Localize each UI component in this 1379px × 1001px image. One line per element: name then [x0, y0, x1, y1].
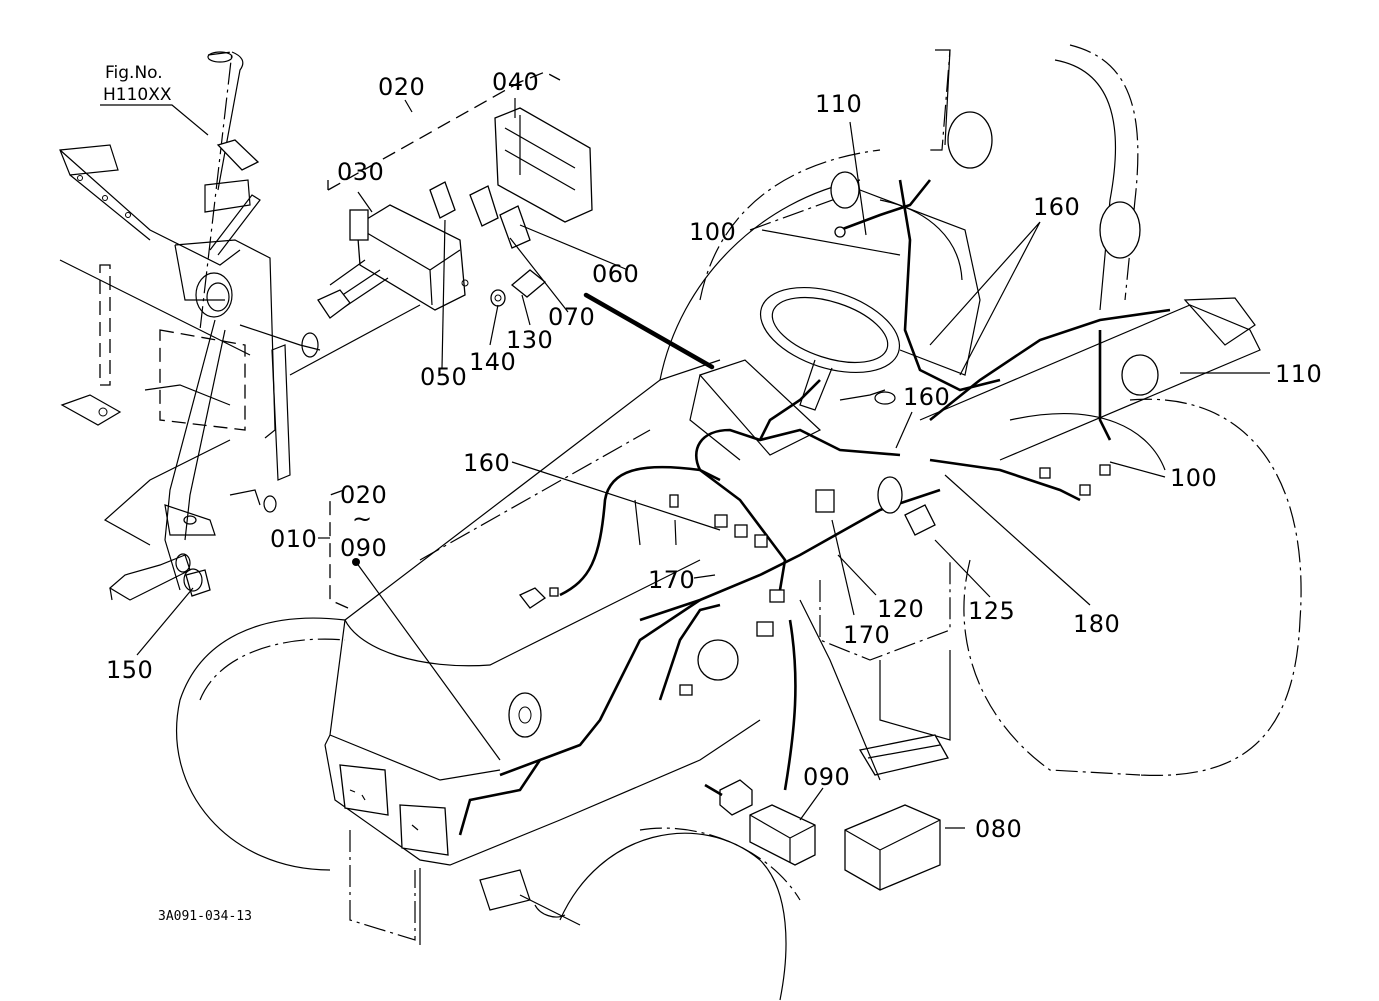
battery-terminal-part	[108, 553, 211, 601]
drawing-code: 3A091-034-13	[158, 909, 252, 924]
callout-030: 030	[337, 158, 384, 186]
work-lamp-rear	[1121, 354, 1159, 396]
small-connector	[719, 779, 753, 816]
figure-reference: Fig.No. H110XX	[100, 63, 209, 136]
callout-180: 180	[1073, 610, 1120, 638]
callout-040: 040	[492, 68, 539, 96]
steering-wheel	[759, 286, 901, 374]
callout-140: 140	[469, 348, 516, 376]
callout-090: 090	[803, 763, 850, 791]
callout-160-mid: 160	[903, 383, 950, 411]
range-leader	[355, 561, 501, 761]
starter-motor	[697, 639, 739, 681]
callout-125: 125	[968, 597, 1015, 625]
rear-work-lamp-right	[1099, 201, 1141, 259]
work-lamp-front	[830, 171, 860, 209]
assembly-direction-arrow	[583, 292, 715, 370]
range-bracket	[318, 489, 501, 761]
tractor-body	[175, 44, 1302, 1001]
callout-080: 080	[975, 815, 1022, 843]
callout-020: 020	[378, 73, 425, 101]
callout-170-right: 170	[843, 621, 890, 649]
figure-reference-leader	[100, 104, 209, 136]
left-headlight	[339, 764, 389, 816]
callout-130: 130	[506, 326, 553, 354]
leader-lines	[136, 98, 1270, 829]
callout-060: 060	[592, 260, 639, 288]
callout-100-upper: 100	[689, 218, 736, 246]
callout-050: 050	[420, 363, 467, 391]
callout-120: 120	[877, 595, 924, 623]
connector-090-part	[749, 804, 816, 866]
range-to: 090	[340, 534, 387, 562]
callout-110-right: 110	[1275, 360, 1322, 388]
rear-work-lamp-left	[947, 111, 993, 169]
callout-110-upper: 110	[815, 90, 862, 118]
callout-010: 010	[270, 525, 317, 553]
connector-plug	[858, 734, 949, 776]
harness-connectors	[508, 171, 1159, 738]
callout-070: 070	[548, 303, 595, 331]
callout-labels: 020 040 030 060 070 130 140 050 150 020 …	[106, 68, 1322, 843]
callout-150: 150	[106, 656, 153, 684]
right-headlight	[399, 804, 449, 856]
alternator	[508, 692, 542, 738]
callout-160-left: 160	[463, 449, 510, 477]
fuse-box-assembly	[317, 71, 593, 319]
connector-080-part	[844, 804, 941, 891]
range-from: 020	[340, 481, 387, 509]
figure-number-value: H110XX	[103, 85, 172, 105]
range-tilde: ~	[352, 505, 373, 533]
callout-170-left: 170	[648, 566, 695, 594]
steering-frame-assembly	[59, 51, 421, 591]
exploded-connectors	[704, 599, 949, 891]
figure-number-label: Fig.No.	[105, 63, 163, 83]
callout-100-right: 100	[1170, 464, 1217, 492]
wiring-harness	[458, 179, 1171, 836]
callout-160-upper: 160	[1033, 193, 1080, 221]
